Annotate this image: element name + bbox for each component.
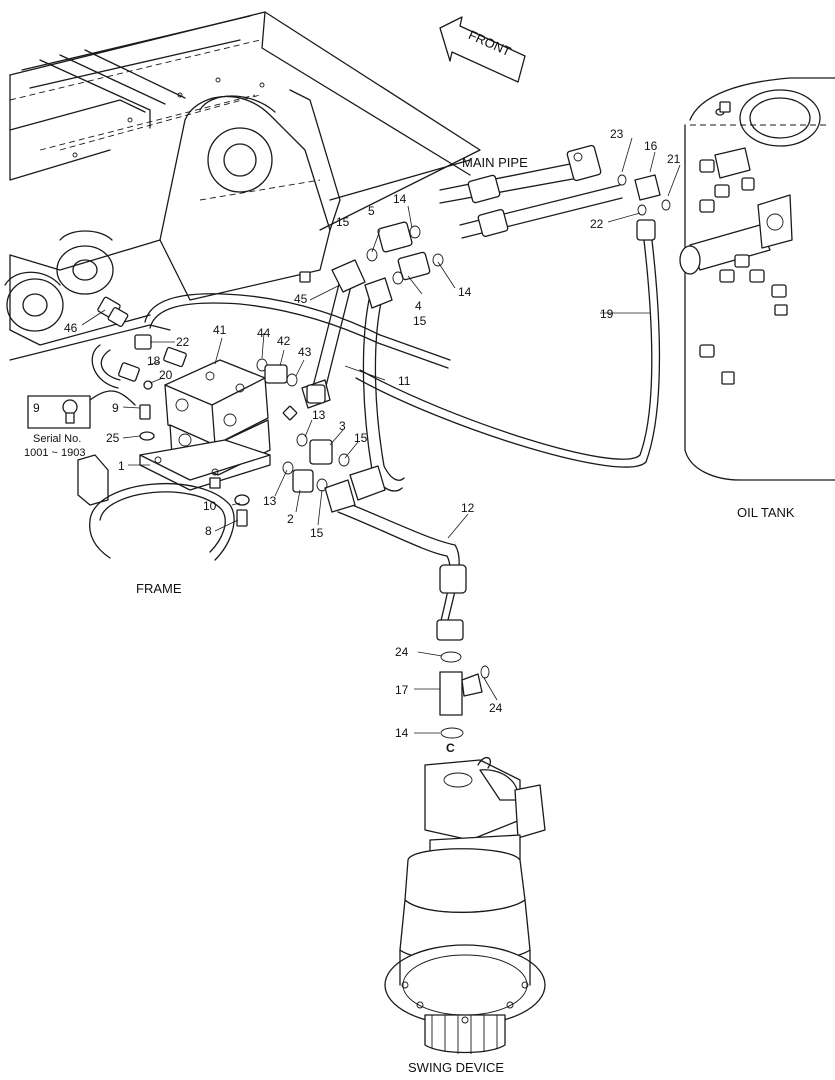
port-c-label: C <box>446 741 455 755</box>
valve-block-41 <box>139 359 271 491</box>
frame-label: FRAME <box>136 581 182 596</box>
callout-11: 11 <box>398 374 411 388</box>
callout-22a: 22 <box>590 217 604 231</box>
serial-number-box: Serial No. 1001 ~ 1903 <box>24 390 136 459</box>
callout-21: 21 <box>667 152 681 166</box>
callout-43: 43 <box>298 345 312 359</box>
callout-15c: 15 <box>354 431 368 445</box>
hose-12 <box>324 479 467 641</box>
callout-9a: 9 <box>33 401 40 415</box>
callout-15b: 15 <box>413 314 427 328</box>
callout-9b: 9 <box>112 401 119 415</box>
oil-tank-label: OIL TANK <box>737 505 795 520</box>
main-pipe-label: MAIN PIPE <box>462 155 528 170</box>
callout-13a: 13 <box>312 408 326 422</box>
callout-1: 1 <box>118 459 125 473</box>
callout-46: 46 <box>64 321 78 335</box>
callout-2: 2 <box>287 512 294 526</box>
callout-45: 45 <box>294 292 308 306</box>
callout-13b: 13 <box>263 494 277 508</box>
hose-19 <box>355 219 661 468</box>
callout-20: 20 <box>159 368 173 382</box>
oil-tank: OIL TANK <box>679 77 835 520</box>
callout-16: 16 <box>644 139 658 153</box>
left-fittings <box>91 296 250 527</box>
front-direction-arrow: FRONT <box>439 16 526 83</box>
callout-23: 23 <box>610 127 624 141</box>
center-fittings <box>256 174 671 493</box>
callout-24b: 24 <box>489 701 503 715</box>
callout-12: 12 <box>461 501 475 515</box>
tee-fitting-17: C <box>439 651 490 755</box>
swing-device: SWING DEVICE <box>384 756 546 1075</box>
callout-14c: 14 <box>395 726 409 740</box>
callout-44: 44 <box>257 326 271 340</box>
main-pipe-assembly: MAIN PIPE <box>439 144 623 239</box>
swing-device-label: SWING DEVICE <box>408 1060 504 1075</box>
serial-range-label: 1001 ~ 1903 <box>24 447 85 459</box>
callout-14b: 14 <box>458 285 472 299</box>
callout-14a: 14 <box>393 192 407 206</box>
callout-24a: 24 <box>395 645 409 659</box>
callout-19: 19 <box>600 307 614 321</box>
callout-numbers: 1 2 3 4 5 8 9 9 10 11 12 13 13 14 14 14 … <box>33 127 681 740</box>
leader-lines <box>81 137 681 734</box>
callout-15a: 15 <box>336 215 350 229</box>
frame-ring: FRAME <box>77 454 235 596</box>
callout-8: 8 <box>205 524 212 538</box>
serial-no-label: Serial No. <box>33 433 81 445</box>
callout-5: 5 <box>368 204 375 218</box>
callout-41: 41 <box>213 323 227 337</box>
callout-25: 25 <box>106 431 120 445</box>
callout-18: 18 <box>147 354 161 368</box>
callout-3: 3 <box>339 419 346 433</box>
callout-22b: 22 <box>176 335 190 349</box>
callout-15d: 15 <box>310 526 324 540</box>
callout-4: 4 <box>415 299 422 313</box>
callout-17: 17 <box>395 683 409 697</box>
callout-42: 42 <box>277 334 291 348</box>
callout-10: 10 <box>203 499 217 513</box>
hose-long <box>144 293 451 369</box>
upper-frame-structure <box>4 11 481 361</box>
